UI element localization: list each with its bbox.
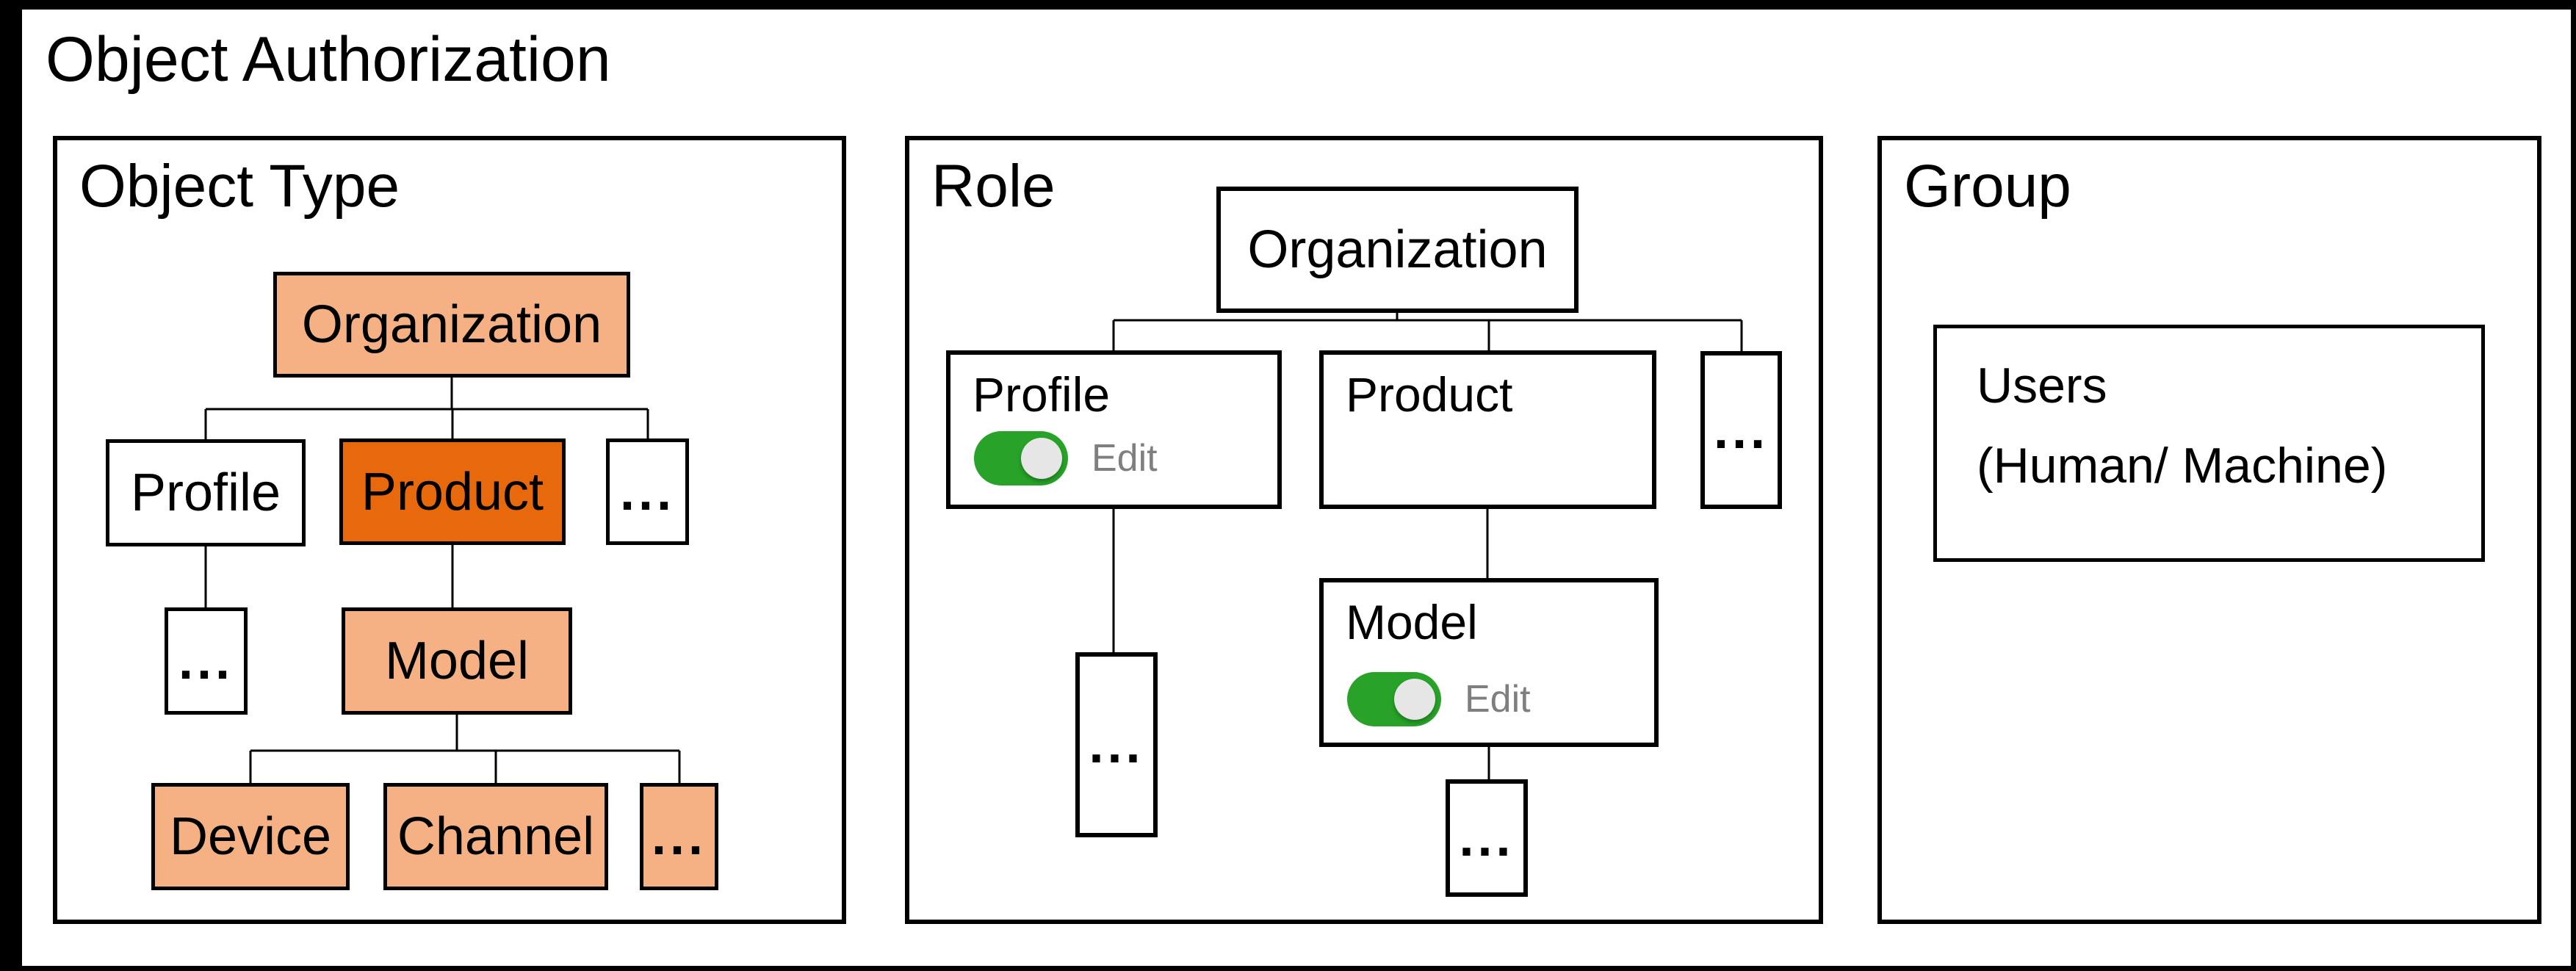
node-label: Organization [301, 295, 602, 354]
node-label: Product [1346, 367, 1513, 422]
users-sublabel: (Human/ Machine) [1977, 437, 2388, 494]
object-type-panel: Object Type Organization Profile Product… [53, 136, 846, 924]
profile-edit-toggle[interactable] [974, 431, 1068, 486]
toggle-knob-icon [1021, 438, 1062, 479]
role-ellipsis-profile-node: ... [1075, 652, 1158, 837]
toggle-knob-icon [1394, 679, 1435, 720]
role-ellipsis-top-node: ... [1700, 351, 1782, 509]
model-toggle-row: Edit [1347, 672, 1531, 726]
ellipsis-label: ... [178, 632, 234, 690]
node-label: Profile [130, 463, 281, 522]
object-type-title: Object Type [79, 153, 400, 220]
model-edit-toggle-label: Edit [1465, 678, 1531, 721]
role-organization-node: Organization [1216, 187, 1579, 313]
users-box: Users (Human/ Machine) [1933, 325, 2485, 562]
object-type-ellipsis-profile-node: ... [165, 607, 248, 715]
object-type-product-node: Product [339, 438, 566, 545]
node-label: Organization [1247, 220, 1548, 279]
object-type-ellipsis-top-node: ... [606, 438, 689, 545]
role-model-node: Model Edit [1319, 578, 1659, 747]
node-label: Product [361, 462, 544, 521]
object-type-organization-node: Organization [273, 272, 630, 378]
node-label: Profile [973, 367, 1111, 422]
object-type-channel-node: Channel [383, 783, 608, 890]
ellipsis-label: ... [1459, 809, 1515, 867]
role-product-node: Product [1319, 350, 1656, 509]
role-title: Role [931, 153, 1056, 220]
ellipsis-label: ... [619, 462, 675, 521]
group-panel: Group Users (Human/ Machine) [1877, 136, 2541, 924]
node-label: Device [169, 807, 332, 866]
role-ellipsis-model-node: ... [1446, 779, 1528, 897]
model-edit-toggle[interactable] [1347, 672, 1441, 726]
object-type-model-node: Model [342, 607, 572, 715]
ellipsis-label: ... [1713, 400, 1769, 460]
object-type-device-node: Device [151, 783, 350, 890]
object-type-profile-node: Profile [106, 439, 306, 546]
node-label: Model [1346, 595, 1478, 649]
profile-toggle-row: Edit [974, 431, 1158, 486]
users-label: Users [1977, 358, 2107, 414]
role-panel: Role Organization Profile Edit Product .… [905, 136, 1823, 924]
role-profile-node: Profile Edit [946, 350, 1282, 509]
ellipsis-label: ... [1089, 715, 1144, 774]
page-title: Object Authorization [46, 24, 611, 95]
node-label: Model [384, 632, 530, 690]
node-label: Channel [397, 807, 595, 866]
profile-edit-toggle-label: Edit [1092, 437, 1158, 480]
group-title: Group [1904, 153, 2071, 220]
ellipsis-label: ... [651, 807, 707, 866]
object-type-ellipsis-model-node: ... [640, 783, 718, 890]
